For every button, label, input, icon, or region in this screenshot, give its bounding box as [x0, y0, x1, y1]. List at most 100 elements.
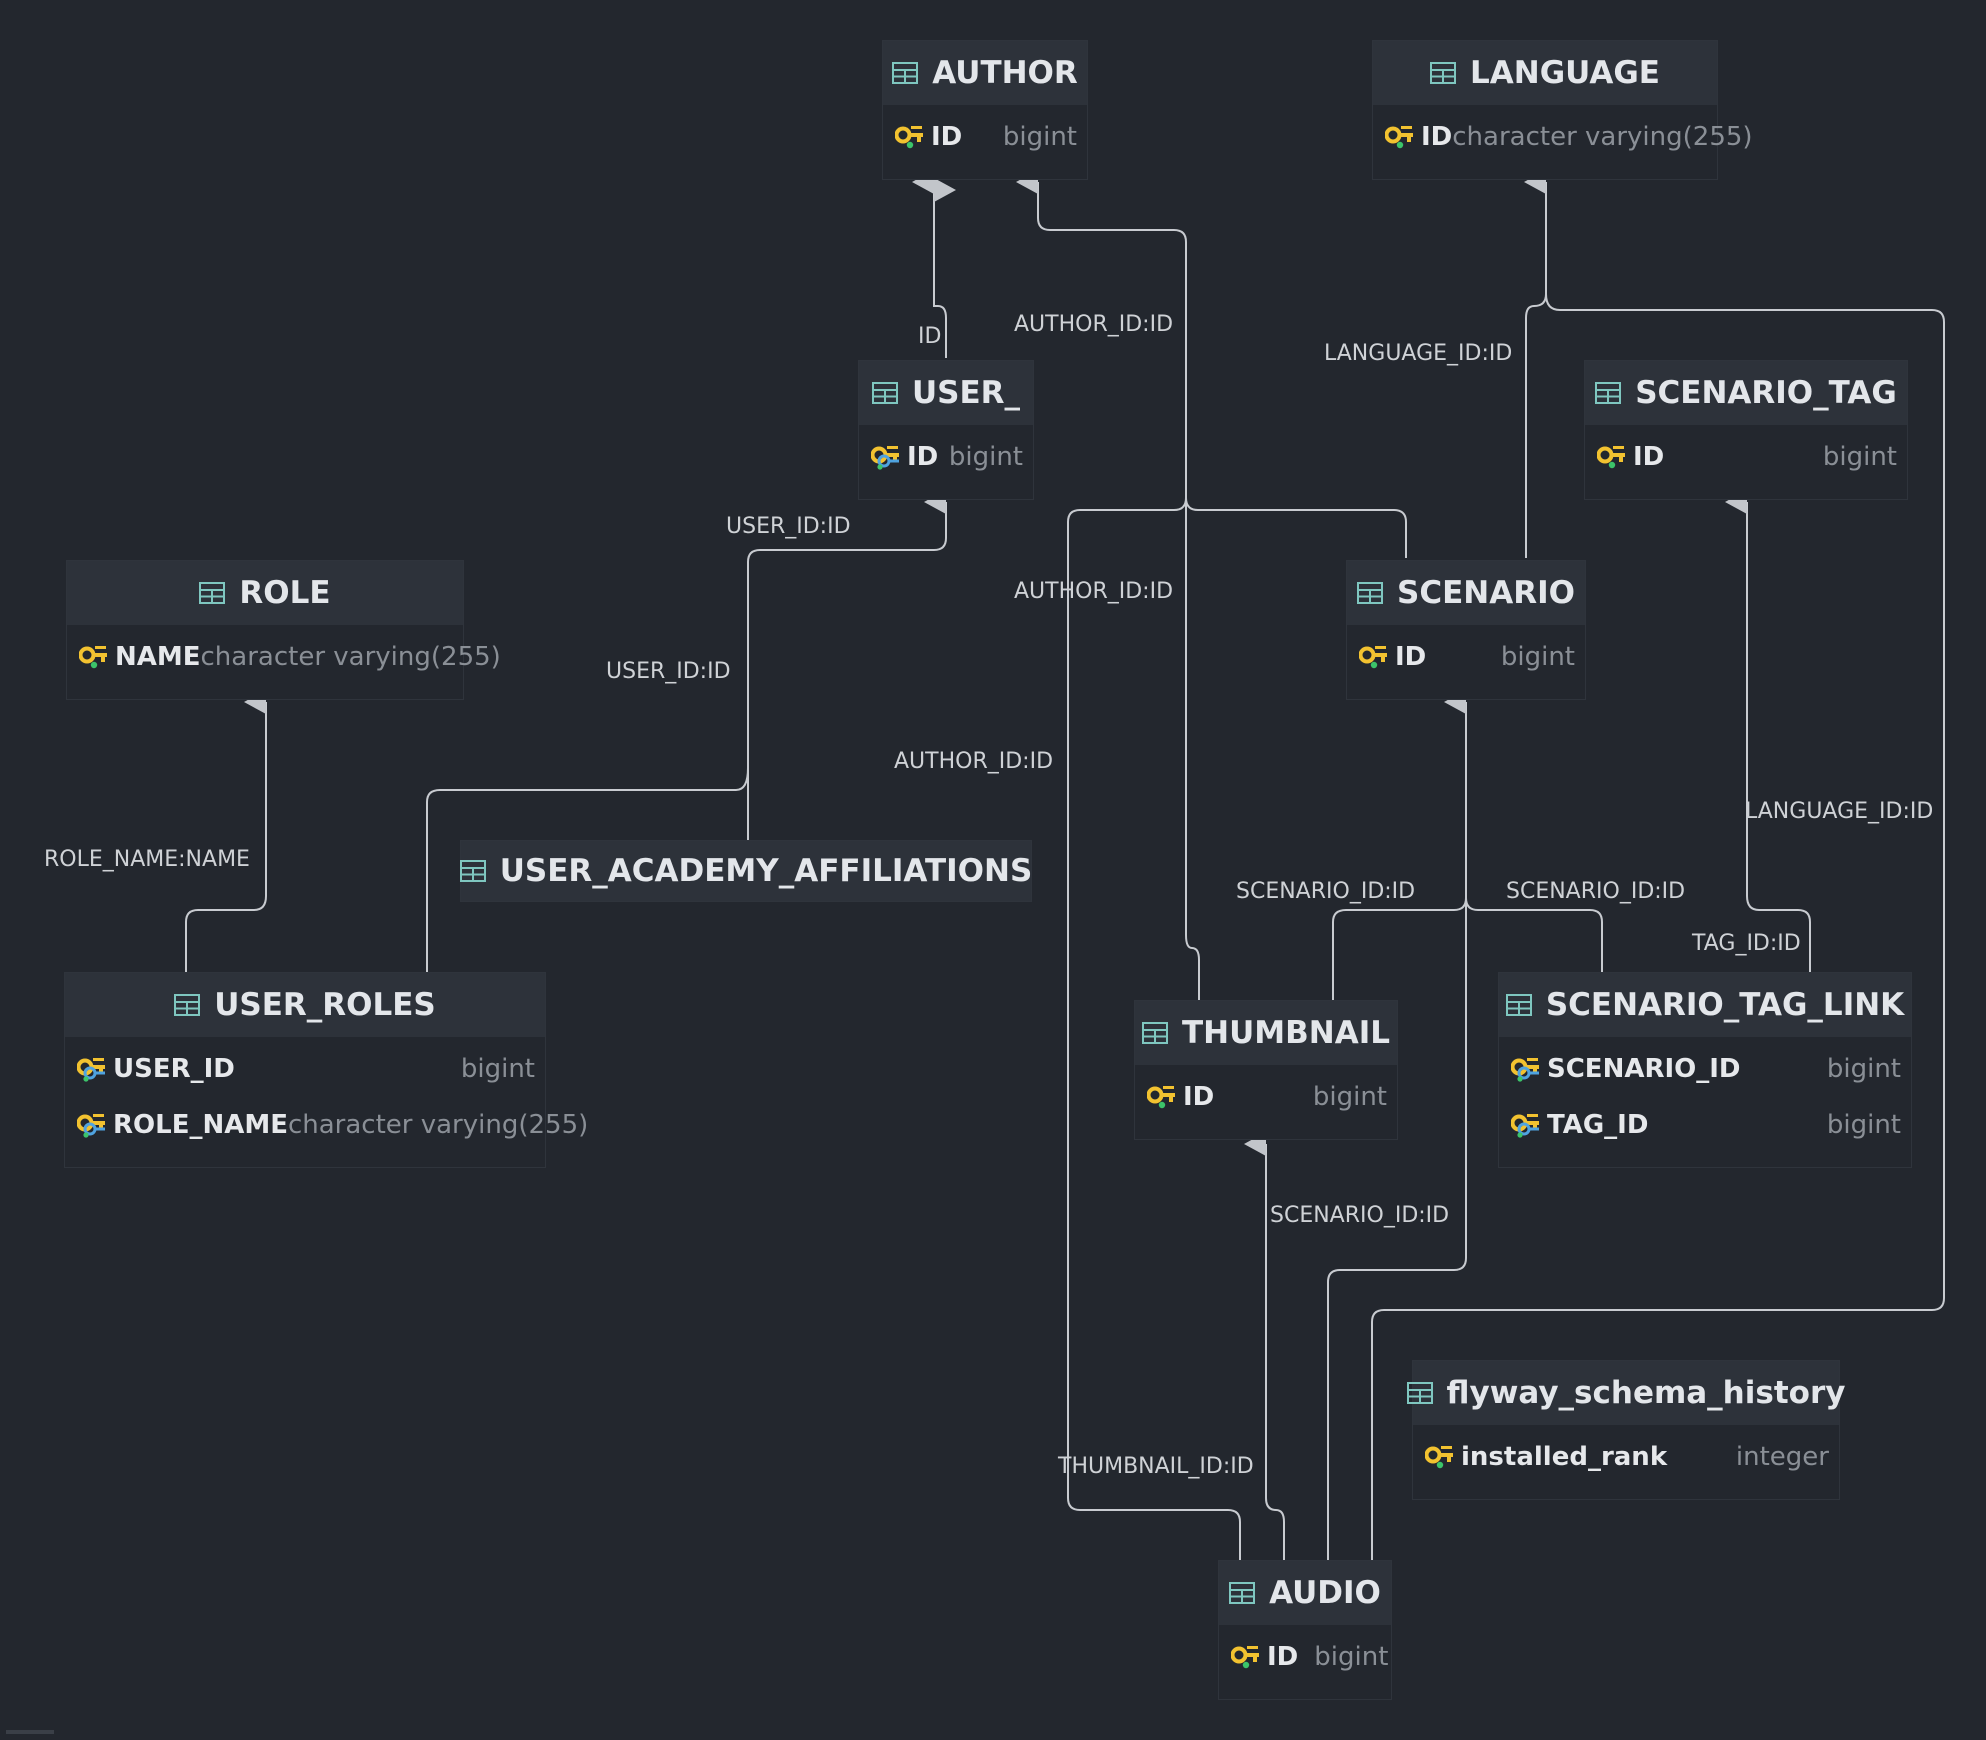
- edge-label: SCENARIO_ID:ID: [1506, 879, 1686, 904]
- column-type: bigint: [948, 442, 1023, 472]
- primary-key-icon: [79, 646, 107, 669]
- table-header: USER_: [859, 361, 1033, 425]
- table-header: SCENARIO_TAG: [1585, 361, 1907, 425]
- table-author[interactable]: AUTHOR ID bigint: [882, 40, 1088, 180]
- column-row[interactable]: installed_rank integer: [1413, 1429, 1839, 1485]
- table-user-academy-affiliations[interactable]: USER_ACADEMY_AFFILIATIONS: [459, 840, 1033, 902]
- edge-label: SCENARIO_ID:ID: [1270, 1203, 1450, 1228]
- column-name: ID: [1421, 122, 1453, 152]
- edge-author-audio: [1067, 497, 1241, 1560]
- table-icon: [1357, 582, 1384, 604]
- column-name: ID: [1395, 642, 1427, 672]
- table-scenario-tag[interactable]: SCENARIO_TAG ID bigint: [1584, 360, 1908, 500]
- column-row[interactable]: ID bigint: [859, 429, 1033, 485]
- table-thumbnail[interactable]: THUMBNAIL ID bigint: [1134, 1000, 1398, 1140]
- column-name: ID: [1267, 1642, 1299, 1672]
- table-header: ROLE: [67, 561, 463, 625]
- column-row[interactable]: ID bigint: [1347, 629, 1585, 685]
- table-scenario-tag-link[interactable]: SCENARIO_TAG_LINK SCENARIO_ID bigint TAG…: [1498, 972, 1912, 1168]
- table-user-roles[interactable]: USER_ROLES USER_ID bigint ROLE_NAME char…: [64, 972, 588, 1168]
- primary-key-icon: [1425, 1446, 1453, 1469]
- table-title: USER_: [911, 375, 1021, 411]
- table-audio[interactable]: AUDIO ID bigint: [1218, 1560, 1392, 1700]
- edge-language-audio: [1371, 293, 1945, 1560]
- table-role[interactable]: ROLE NAME character varying(255): [66, 560, 501, 700]
- edge-label: USER_ID:ID: [606, 659, 731, 684]
- table-header: USER_ACADEMY_AFFILIATIONS: [459, 841, 1033, 901]
- table-header: flyway_schema_history: [1406, 1361, 1845, 1425]
- column-row[interactable]: ID bigint: [1135, 1069, 1397, 1125]
- column-type: bigint: [1002, 122, 1077, 152]
- table-icon: [199, 582, 226, 604]
- edge-tag-taglink: [1725, 490, 1811, 972]
- column-type: bigint: [1500, 642, 1575, 672]
- column-name: ID: [1183, 1082, 1215, 1112]
- table-user[interactable]: USER_ ID bigint: [858, 360, 1034, 500]
- primary-key-icon: [1597, 446, 1625, 469]
- column-type: bigint: [1826, 1110, 1901, 1140]
- column-row[interactable]: ROLE_NAME character varying(255): [65, 1097, 588, 1153]
- table-title: USER_ROLES: [214, 987, 436, 1023]
- column-type: bigint: [460, 1054, 535, 1084]
- edge-label: AUTHOR_ID:ID: [1014, 312, 1174, 337]
- column-type: character varying(255): [200, 642, 501, 672]
- column-row[interactable]: ID bigint: [1585, 429, 1907, 485]
- watermark: [6, 1730, 54, 1734]
- column-row[interactable]: TAG_ID bigint: [1499, 1097, 1911, 1153]
- edge-language-trunk: [1524, 170, 1547, 558]
- primary-key-icon: [1147, 1086, 1175, 1109]
- edge-label: USER_ID:ID: [726, 514, 851, 539]
- column-name: TAG_ID: [1547, 1110, 1649, 1140]
- primary-foreign-key-icon: [871, 446, 899, 470]
- table-icon: [1505, 994, 1532, 1016]
- column-type: bigint: [1826, 1054, 1901, 1084]
- column-row[interactable]: USER_ID bigint: [65, 1041, 545, 1097]
- edge-user-roles: [426, 767, 749, 972]
- column-name: ID: [931, 122, 963, 152]
- primary-key-icon: [895, 126, 923, 149]
- edge-scenario-thumbnail: [1332, 897, 1467, 1000]
- column-row[interactable]: ID bigint: [1219, 1629, 1391, 1685]
- column-row[interactable]: ID bigint: [883, 109, 1087, 165]
- column-row[interactable]: SCENARIO_ID bigint: [1499, 1041, 1911, 1097]
- column-name: ID: [1633, 442, 1665, 472]
- table-language[interactable]: LANGUAGE ID character varying(255): [1372, 40, 1753, 180]
- primary-key-icon: [1359, 646, 1387, 669]
- table-icon: [1430, 62, 1457, 84]
- edge-user-trunk: [747, 502, 947, 768]
- table-icon: [174, 994, 201, 1016]
- table-title: THUMBNAIL: [1182, 1015, 1390, 1051]
- edge-label: LANGUAGE_ID:ID: [1324, 341, 1513, 366]
- column-name: ROLE_NAME: [113, 1110, 288, 1140]
- table-scenario[interactable]: SCENARIO ID bigint: [1346, 560, 1586, 700]
- table-header: SCENARIO_TAG_LINK: [1499, 973, 1911, 1037]
- table-header: THUMBNAIL: [1135, 1001, 1397, 1065]
- edge-label: AUTHOR_ID:ID: [894, 749, 1054, 774]
- edge-author-trunk: [1037, 182, 1187, 498]
- table-title: AUDIO: [1269, 1575, 1381, 1611]
- column-name: USER_ID: [113, 1054, 235, 1084]
- column-type: bigint: [1822, 442, 1897, 472]
- table-title: SCENARIO: [1397, 575, 1575, 611]
- edge-label: ID: [918, 324, 942, 349]
- edge-label: AUTHOR_ID:ID: [1014, 579, 1174, 604]
- edge-author-thumbnail: [1185, 498, 1200, 1000]
- column-row[interactable]: ID character varying(255): [1373, 109, 1753, 165]
- table-icon: [1406, 1382, 1433, 1404]
- primary-foreign-key-icon: [1511, 1114, 1539, 1138]
- column-type: character varying(255): [287, 1110, 589, 1140]
- column-type: character varying(255): [1452, 122, 1753, 152]
- table-header: AUDIO: [1219, 1561, 1391, 1625]
- edge-label: SCENARIO_ID:ID: [1236, 879, 1416, 904]
- table-icon: [1229, 1582, 1256, 1604]
- edge-label: ROLE_NAME:NAME: [44, 847, 250, 872]
- table-title: SCENARIO_TAG_LINK: [1545, 987, 1905, 1023]
- edge-user-author: [912, 170, 947, 358]
- column-name: NAME: [115, 642, 201, 672]
- table-title: AUTHOR: [932, 55, 1078, 91]
- table-title: USER_ACADEMY_AFFILIATIONS: [499, 853, 1033, 889]
- table-title: SCENARIO_TAG: [1635, 375, 1897, 411]
- table-flyway-schema-history[interactable]: flyway_schema_history installed_rank int…: [1406, 1360, 1845, 1500]
- column-row[interactable]: NAME character varying(255): [67, 629, 501, 685]
- column-name: ID: [907, 442, 939, 472]
